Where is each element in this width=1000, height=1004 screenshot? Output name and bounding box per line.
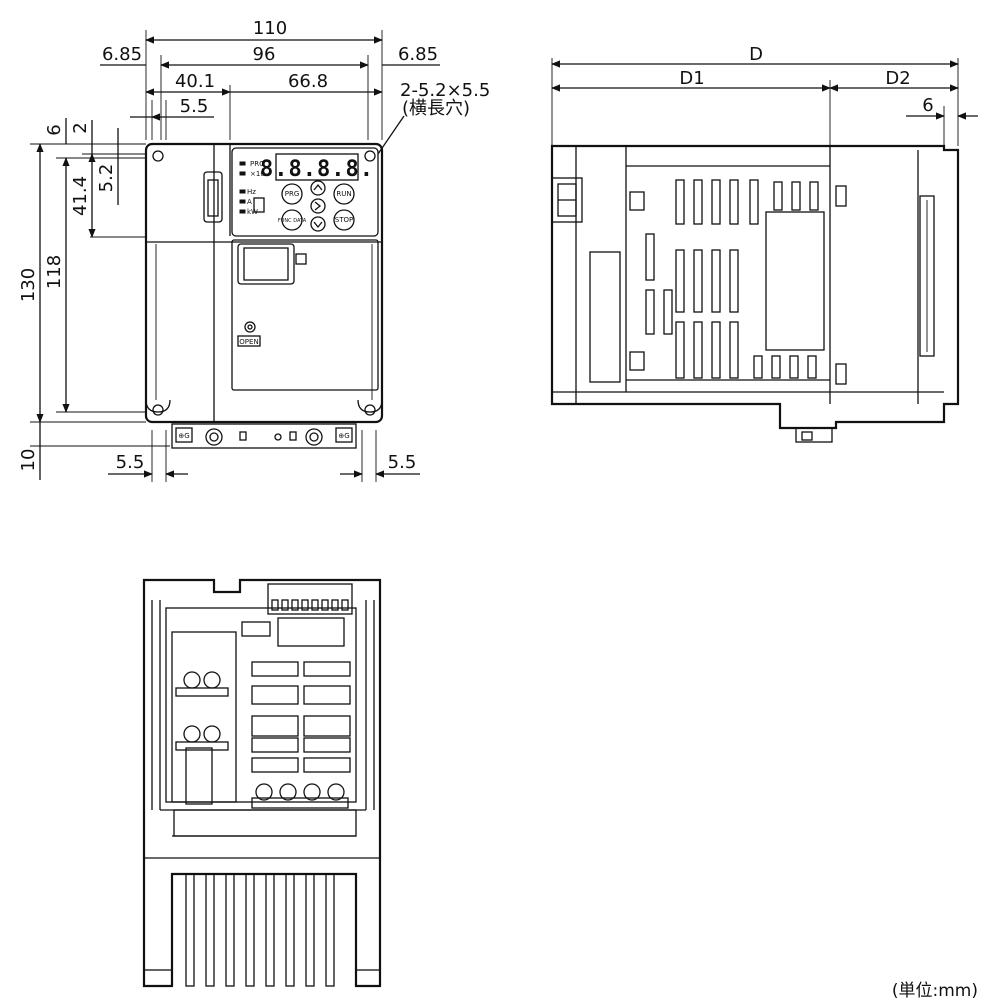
dim-55-hole: 5.5 xyxy=(180,96,209,117)
run-key-label: RUN xyxy=(336,190,351,198)
dim-685-right: 6.85 xyxy=(398,44,438,65)
dim-6-side: 6 xyxy=(922,95,933,116)
led-hz: Hz xyxy=(247,188,256,196)
front-view: 110 96 6.85 6.85 40.1 66.8 5.5 2-5.2×5.5… xyxy=(18,18,490,482)
heatsink-fins xyxy=(185,873,335,987)
hole-note: (横長穴) xyxy=(402,98,470,119)
dim-d: D xyxy=(749,44,763,65)
dim-10-bottom: 10 xyxy=(18,449,39,472)
mount-hole-tr xyxy=(364,150,376,162)
dim-52: 5.2 xyxy=(96,164,117,193)
led-display xyxy=(275,153,359,181)
stop-key[interactable] xyxy=(333,209,355,231)
mount-hole-br xyxy=(364,404,376,416)
shift-key[interactable] xyxy=(310,198,326,214)
led-x10: ×10 xyxy=(250,170,265,178)
mount-hole-bl xyxy=(152,404,164,416)
func-data-key-label: FUNC DATA xyxy=(278,218,307,224)
inverter-body-side xyxy=(550,144,960,430)
svg-text:⊕G: ⊕G xyxy=(178,432,189,440)
dim-401: 40.1 xyxy=(175,71,215,92)
open-label: OPEN xyxy=(239,338,258,346)
prg-key-label: PRG xyxy=(285,190,300,198)
inverter-body-front xyxy=(144,142,384,424)
mount-hole-tl xyxy=(152,150,164,162)
led-prg: PRG xyxy=(250,160,265,168)
dim-6-top: 6 xyxy=(44,124,65,135)
dim-414: 41.4 xyxy=(70,176,91,216)
unit-label: (単位:mm) xyxy=(892,981,978,1001)
dim-2-top: 2 xyxy=(70,122,91,133)
dim-130: 130 xyxy=(18,268,39,302)
keypad-panel xyxy=(231,147,379,237)
dim-668: 66.8 xyxy=(288,71,328,92)
front-cover xyxy=(231,239,379,391)
vent-grid xyxy=(645,179,819,379)
svg-text:⊕G: ⊕G xyxy=(338,432,349,440)
down-key[interactable] xyxy=(310,216,326,232)
dim-55-bottom-right: 5.5 xyxy=(388,452,417,473)
led-a: A xyxy=(247,198,252,206)
dim-118: 118 xyxy=(44,255,65,289)
dim-55-bottom-left: 5.5 xyxy=(116,452,145,473)
led-display-digits: 8.8.8.8. xyxy=(260,157,374,182)
dim-d2: D2 xyxy=(885,68,910,89)
dim-d1: D1 xyxy=(679,68,704,89)
dim-110: 110 xyxy=(253,18,287,39)
func-data-key[interactable] xyxy=(281,209,303,231)
dim-96: 96 xyxy=(253,44,276,65)
run-key[interactable] xyxy=(333,183,355,205)
hole-spec: 2-5.2×5.5 xyxy=(400,80,490,101)
bottom-view xyxy=(142,578,382,988)
prg-key[interactable] xyxy=(281,183,303,205)
stop-key-label: STOP xyxy=(335,216,353,224)
side-view: D D1 D2 6 xyxy=(550,44,978,443)
up-key[interactable] xyxy=(310,180,326,196)
led-kw: kW xyxy=(247,208,258,216)
dim-685-left: 6.85 xyxy=(102,44,142,65)
